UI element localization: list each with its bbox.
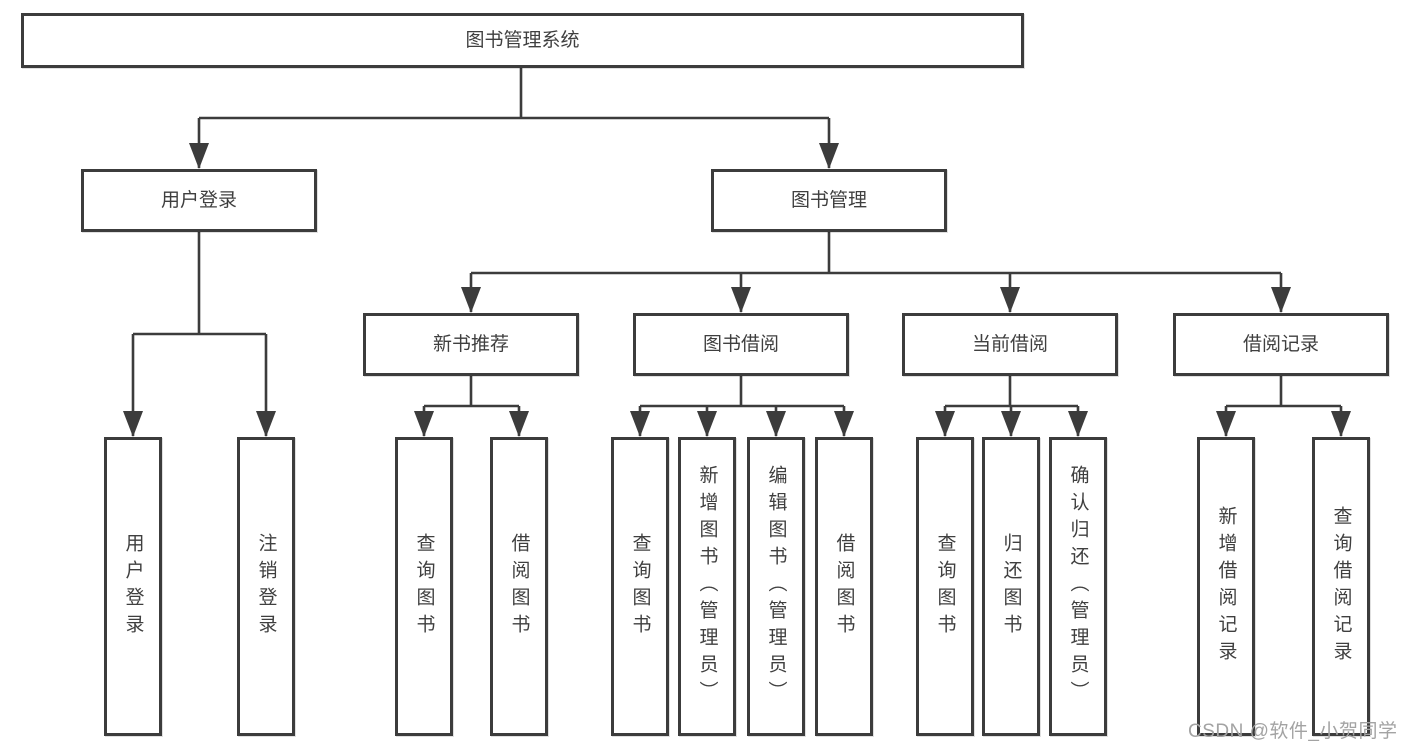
node-leaf-add-book-admin: 新增图书（管理员） (678, 437, 736, 736)
node-current-borrow-label: 当前借阅 (971, 334, 1048, 355)
node-leaf-logout: 注销登录 (237, 437, 295, 736)
node-leaf-user-login: 用户登录 (104, 437, 162, 736)
node-leaf-return-books: 归还图书 (982, 437, 1040, 736)
node-leaf-query-books-borrow: 查询图书 (611, 437, 669, 736)
watermark: CSDN @软件_小贺同学 (1188, 721, 1398, 742)
node-borrow-records-label: 借阅记录 (1242, 334, 1319, 355)
node-book-borrow: 图书借阅 (633, 313, 849, 376)
node-book-management-label: 图书管理 (790, 190, 867, 211)
node-library-system: 图书管理系统 (21, 13, 1024, 68)
node-leaf-query-borrow-record: 查询借阅记录 (1312, 437, 1370, 736)
node-user-login-branch-label: 用户登录 (160, 190, 237, 211)
node-leaf-query-books-current: 查询图书 (916, 437, 974, 736)
node-book-borrow-label: 图书借阅 (702, 334, 779, 355)
node-library-system-label: 图书管理系统 (465, 30, 580, 51)
connector-trunks (133, 68, 1341, 408)
node-leaf-borrow-books-recommend: 借阅图书 (490, 437, 548, 736)
node-leaf-add-borrow-record: 新增借阅记录 (1197, 437, 1255, 736)
node-leaf-borrow-books: 借阅图书 (815, 437, 873, 736)
node-book-management: 图书管理 (711, 169, 947, 232)
node-new-book-recommend: 新书推荐 (363, 313, 579, 376)
node-user-login-branch: 用户登录 (81, 169, 317, 232)
node-new-book-recommend-label: 新书推荐 (432, 334, 509, 355)
node-leaf-query-books-recommend: 查询图书 (395, 437, 453, 736)
node-leaf-edit-book-admin: 编辑图书（管理员） (747, 437, 805, 736)
node-leaf-confirm-return-admin: 确认归还（管理员） (1049, 437, 1107, 736)
node-borrow-records: 借阅记录 (1173, 313, 1389, 376)
node-current-borrow: 当前借阅 (902, 313, 1118, 376)
